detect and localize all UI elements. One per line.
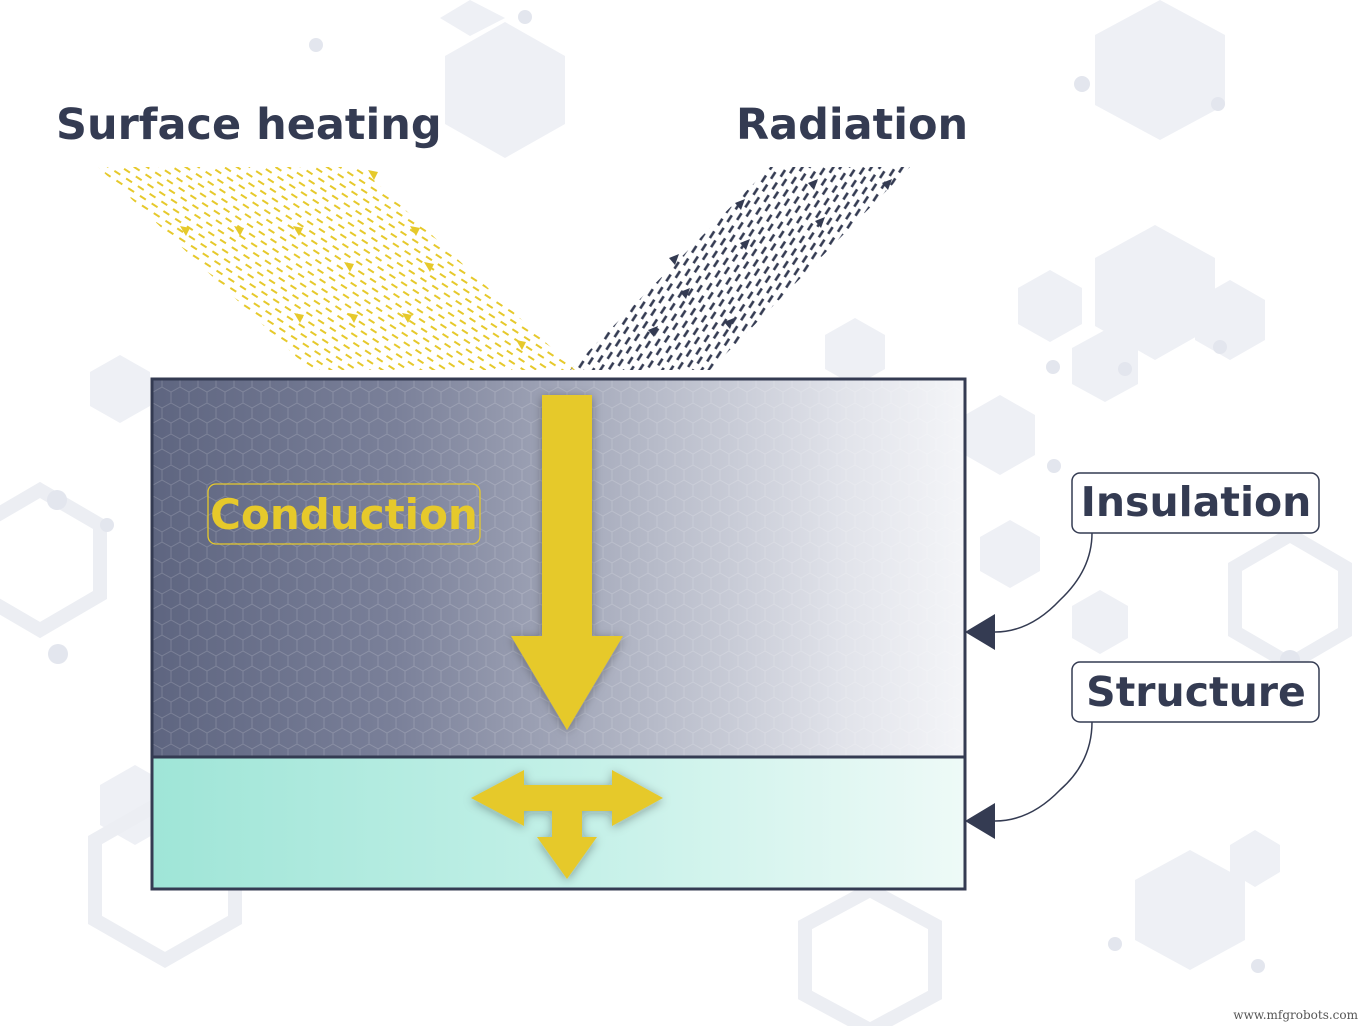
conduction-arrow (511, 395, 623, 730)
radiation-label: Radiation (736, 100, 968, 150)
surface-heating-beam (98, 167, 575, 370)
surface-heating-label: Surface heating (56, 100, 442, 150)
structure-label: Structure (1086, 668, 1306, 716)
callout-connectors (994, 532, 1093, 822)
conduction-label-box (207, 483, 481, 545)
insulation-label-box (1071, 472, 1320, 534)
structure-label-box (1071, 661, 1320, 723)
background-dots (47, 10, 1300, 973)
heat-spread-arrow (471, 770, 663, 879)
watermark-text: www.mfgrobots.com (1233, 1008, 1358, 1022)
insulation-pointer-icon (965, 614, 995, 650)
conduction-label: Conduction (210, 490, 478, 539)
background-hexagons (90, 0, 1280, 970)
structure-pointer-icon (965, 803, 995, 839)
layers-outline (150, 377, 967, 891)
insulation-label: Insulation (1081, 478, 1312, 526)
radiation-beam (570, 167, 910, 370)
